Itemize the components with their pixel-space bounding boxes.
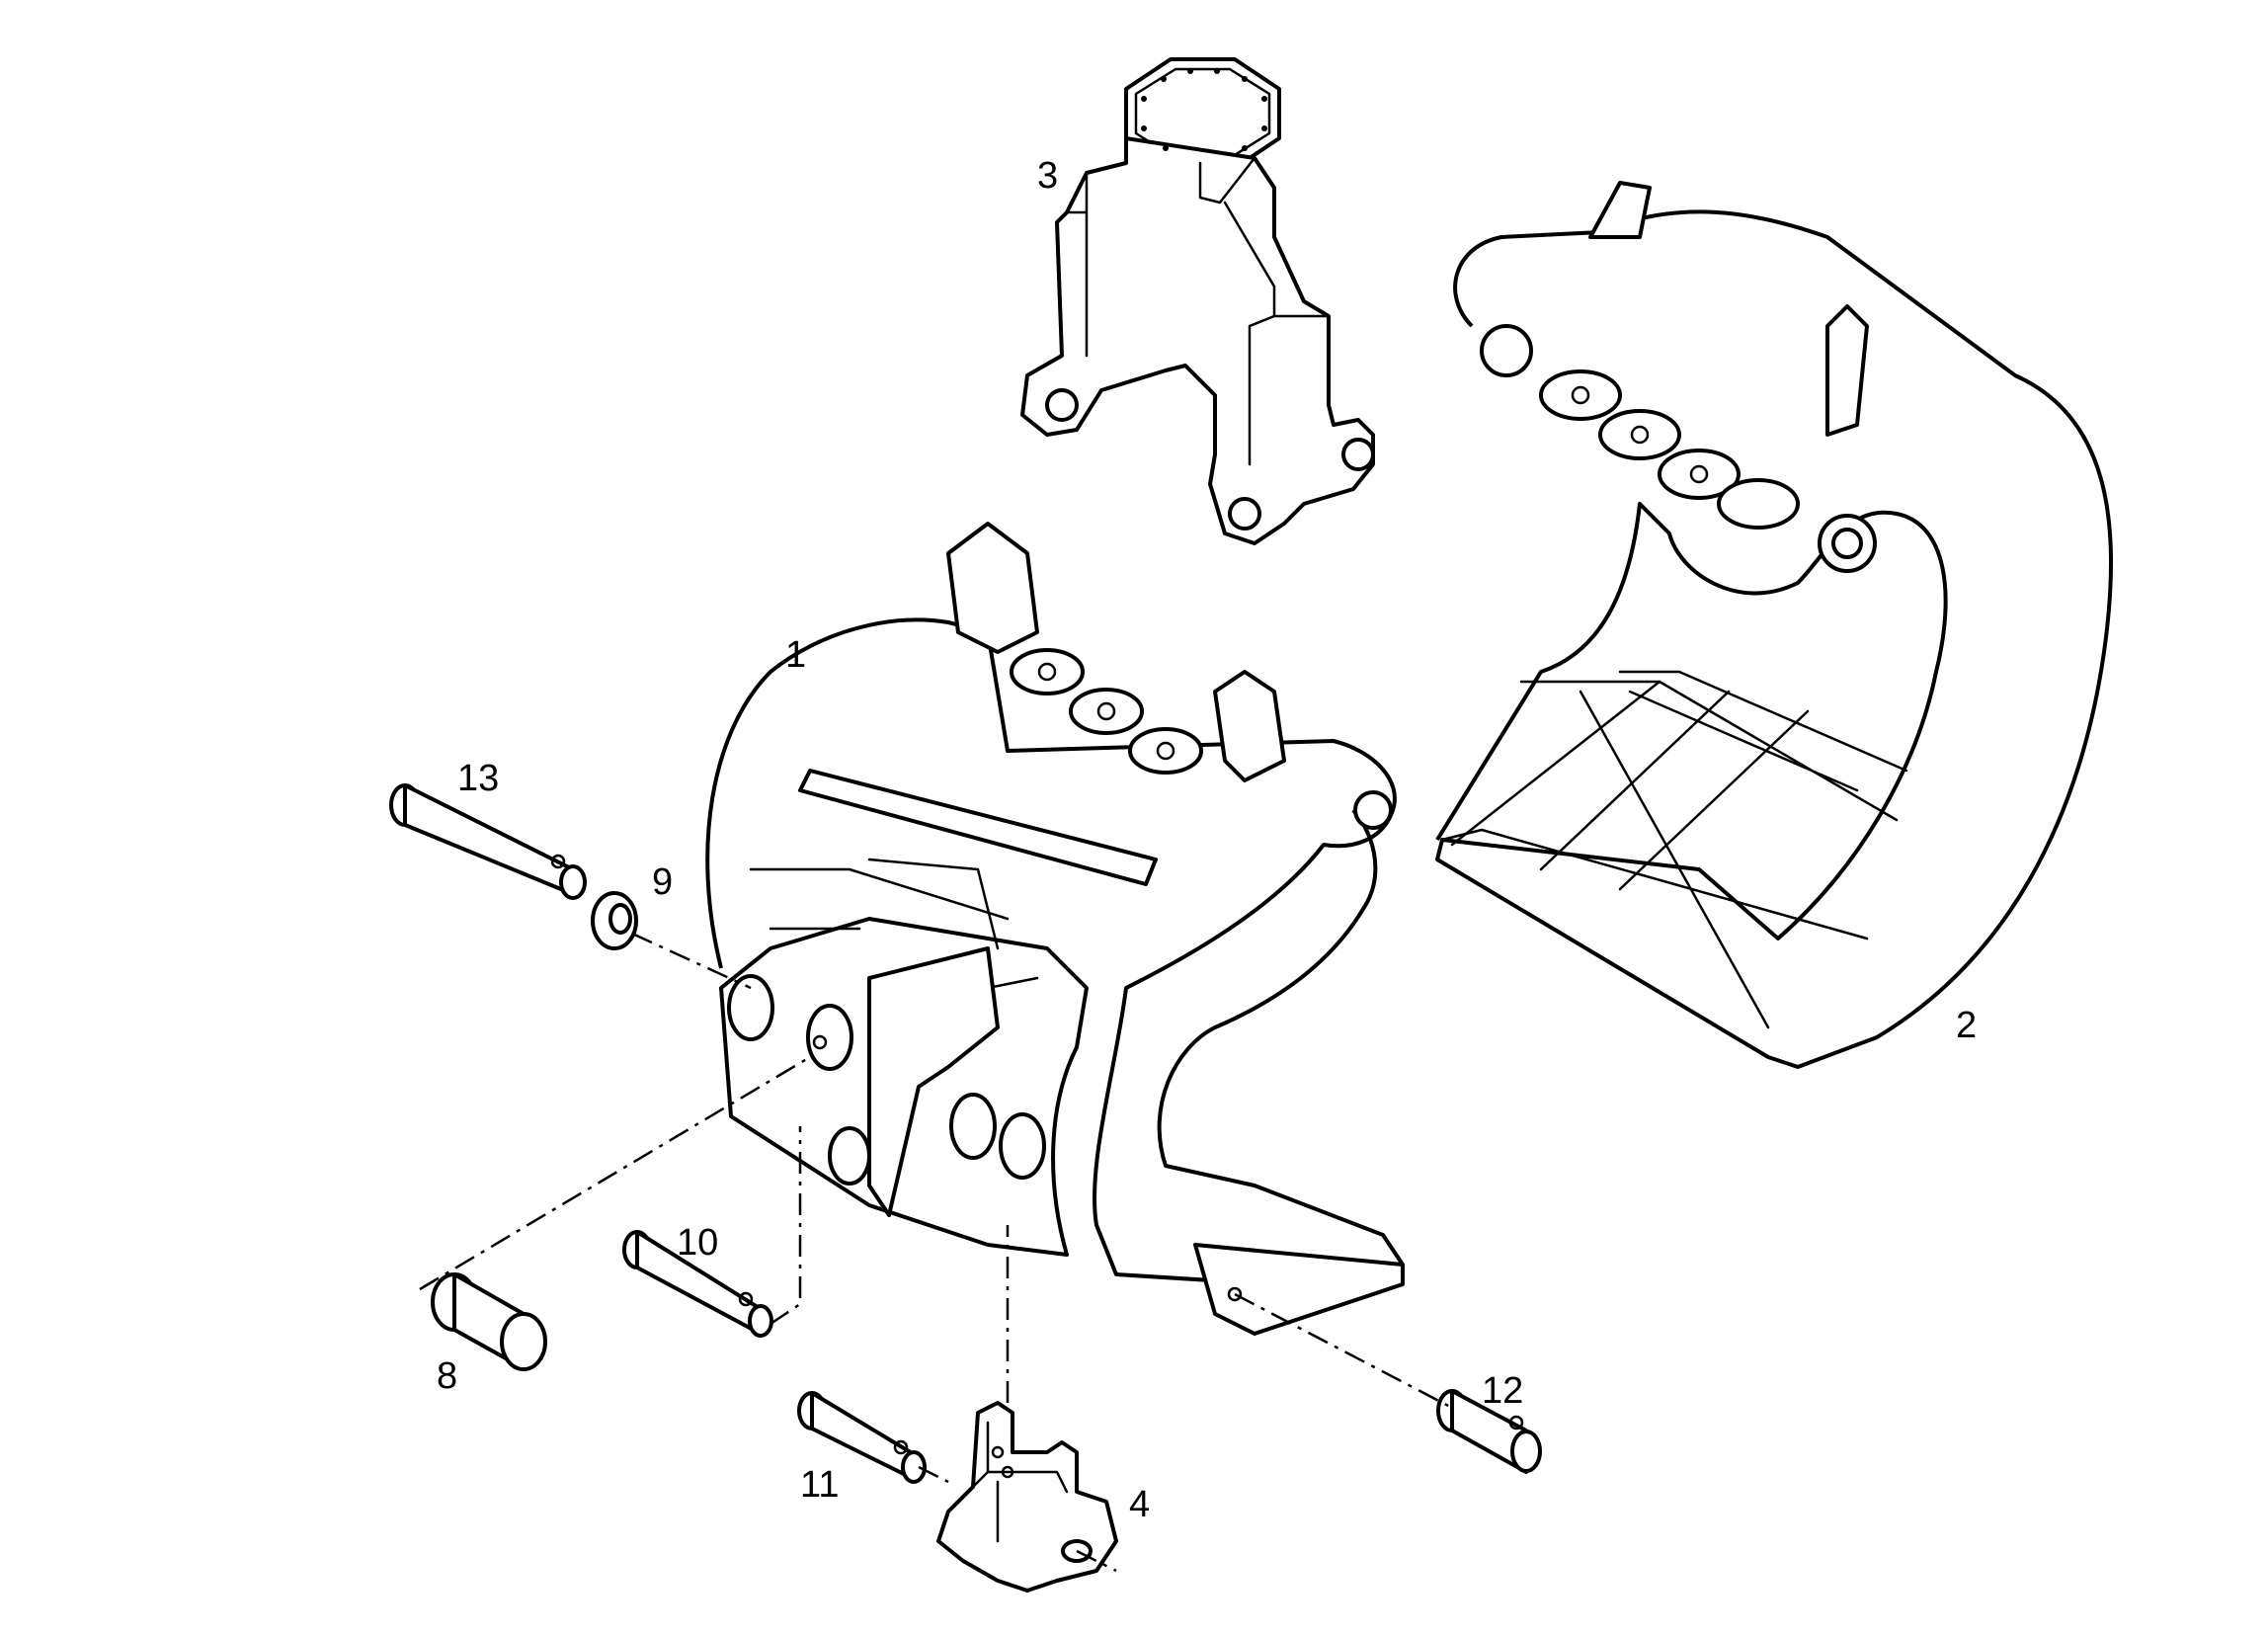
callout-8: 8 — [437, 1355, 457, 1397]
callout-1: 1 — [785, 634, 806, 676]
part-1-main-grapple — [705, 522, 1405, 1336]
callout-13: 13 — [457, 758, 499, 799]
callout-9: 9 — [652, 861, 673, 903]
part-11-pin — [797, 1391, 927, 1484]
part-4-bracket — [936, 1401, 1118, 1593]
callout-11: 11 — [800, 1464, 839, 1506]
part-9-washer — [591, 891, 638, 950]
part-3-mount-bracket — [1020, 57, 1375, 545]
part-2-link-chain — [1539, 181, 1869, 530]
part-2-grapple-arm — [1435, 181, 2114, 1069]
callout-12: 12 — [1482, 1370, 1523, 1412]
callout-2: 2 — [1956, 1005, 1977, 1046]
assembly-lines — [419, 932, 1453, 1573]
callout-labels: 1 2 3 4 8 9 10 11 12 13 — [437, 155, 1977, 1525]
part-13-long-pin — [389, 783, 587, 900]
part-1-link-chain — [1010, 648, 1203, 775]
part-10-pin — [622, 1230, 773, 1338]
callout-3: 3 — [1037, 155, 1058, 197]
part-1-lower-pivots — [727, 974, 1046, 1186]
callout-4: 4 — [1129, 1484, 1150, 1525]
part-12-pin — [1436, 1389, 1542, 1474]
callout-10: 10 — [677, 1222, 718, 1264]
part-8-bushing — [431, 1272, 547, 1371]
